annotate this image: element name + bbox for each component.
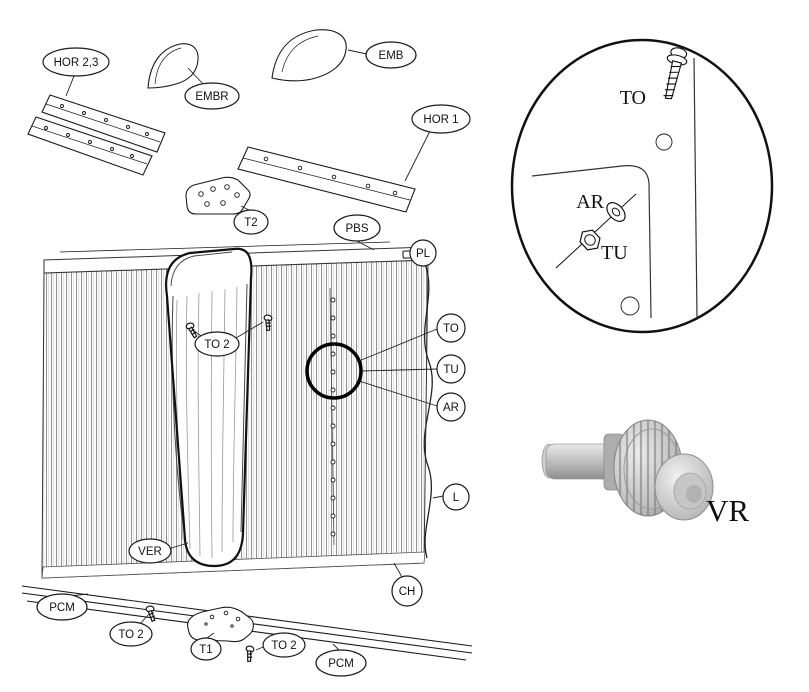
top-rails-hor23-part: [27, 94, 166, 176]
callout-ar: AR: [436, 392, 466, 422]
panel-hole-top: [655, 133, 673, 151]
callout-label: T2: [244, 217, 257, 229]
callout-label: PBS: [345, 223, 368, 235]
detail-label-to: TO: [620, 87, 646, 109]
leader-lines: [65, 49, 444, 651]
rail-holes: [60, 104, 149, 136]
callout-label: EMBR: [195, 91, 228, 103]
callout-label: PL: [416, 248, 431, 260]
callout-pbs: PBS: [333, 214, 381, 242]
callout-to2-bottom-left: TO 2: [109, 621, 153, 647]
valve-vr-part: VR: [541, 419, 749, 528]
callout-label: TO 2: [118, 629, 143, 641]
callout-to2-upper: TO 2: [194, 331, 240, 357]
plate-t2-part: [185, 176, 251, 215]
rail-holes: [44, 126, 134, 158]
callout-label: L: [453, 492, 460, 504]
callout-ver: VER: [128, 538, 172, 564]
detail-label-tu: TU: [601, 242, 628, 264]
panel-right-edge: [693, 57, 698, 319]
callout-label: TU: [443, 364, 458, 376]
nut-tu-detail: [579, 229, 601, 251]
callout-label: TO 2: [271, 640, 296, 652]
callout-label: CH: [399, 586, 416, 598]
rail-holes: [263, 156, 398, 196]
valve-front-hub-center: [686, 485, 702, 503]
detail-view: TO AR TU: [510, 38, 774, 334]
panel-corner-edge: [531, 165, 652, 319]
callout-t2: T2: [233, 209, 269, 235]
callout-t1: T1: [190, 637, 222, 661]
wall-bottom-band: [41, 551, 426, 579]
liner-wavy-edge: [423, 263, 433, 559]
callout-label: EMB: [379, 50, 404, 62]
top-strip-pbs: [59, 241, 391, 253]
plate-holes: [204, 610, 241, 628]
callout-hor-2-3: HOR 2,3: [42, 47, 110, 77]
seam-bolts: [330, 297, 336, 537]
plate-t1-part: [187, 606, 254, 643]
callout-tu: TU: [436, 354, 466, 384]
callout-label: TO 2: [204, 339, 229, 351]
callout-to2-bottom-center: TO 2: [262, 632, 306, 658]
callout-pcm-left: PCM: [36, 593, 88, 621]
callout-label: PCM: [328, 658, 354, 670]
callout-l: L: [442, 483, 470, 511]
callout-label: HOR 1: [423, 114, 458, 126]
callout-hor-1: HOR 1: [411, 104, 471, 134]
panel-seam: [329, 287, 335, 546]
callout-emb: EMB: [365, 41, 417, 69]
panel-hole-bottom: [620, 296, 640, 316]
callout-to: TO: [436, 313, 466, 343]
cap-embr-part: [147, 43, 199, 89]
callout-label: VER: [138, 546, 162, 558]
callout-label: T1: [199, 644, 212, 656]
callout-label: PCM: [49, 602, 75, 614]
washer-ar-detail: [606, 202, 626, 222]
callout-pcm-bottom: PCM: [315, 649, 367, 677]
callout-label: TO: [443, 323, 459, 335]
plate-holes: [198, 184, 240, 207]
callout-label: HOR 2,3: [54, 57, 99, 69]
callout-pl: PL: [409, 239, 437, 267]
rail-hor1-part: [237, 146, 416, 213]
callout-ch: CH: [391, 575, 423, 607]
detail-view-circle: [510, 38, 774, 334]
callout-embr: EMBR: [184, 82, 240, 110]
cap-emb-part: [271, 29, 347, 82]
detail-label-ar: AR: [576, 191, 604, 213]
bolt-axis-line: [555, 193, 637, 269]
callout-label: AR: [443, 402, 459, 414]
detail-highlight-circle: [305, 342, 363, 400]
valve-label-vr: VR: [706, 493, 749, 528]
screw-to-detail: [663, 47, 688, 100]
